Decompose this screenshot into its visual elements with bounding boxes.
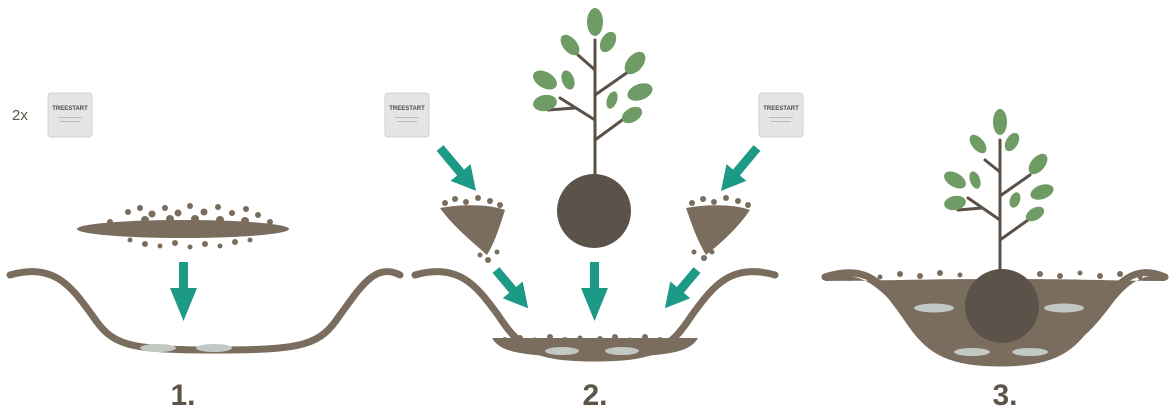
arrow-down-icon [170, 262, 197, 321]
packet-brand-label: TREESTART [389, 106, 425, 112]
step-3-panel: 3. [821, 109, 1169, 412]
arrow-down-icon [492, 267, 529, 309]
soil-granules [847, 270, 1143, 281]
tree-icon [533, 8, 653, 248]
step-number: 3. [992, 379, 1017, 412]
packet-count-label: 2x [12, 107, 28, 124]
arrow-down-icon [664, 267, 701, 309]
fertilizer-packet-icon: TREESTART [47, 92, 93, 138]
step-1-panel: TREESTART 2x 1. [6, 92, 404, 412]
soil-mound-icon [686, 195, 751, 261]
granule-icon [914, 303, 954, 313]
tree-icon [944, 109, 1054, 343]
arrow-down-icon [721, 145, 761, 191]
planting-hole-icon [411, 268, 779, 362]
fertilizer-packet-icon: TREESTART [384, 92, 430, 138]
granule-icon [545, 347, 579, 355]
step-number: 1. [170, 379, 195, 412]
granule-icon [954, 348, 990, 356]
step-number: 2. [582, 379, 607, 412]
root-ball-icon [965, 269, 1039, 343]
root-ball-icon [557, 174, 631, 248]
arrow-down-icon [436, 145, 476, 191]
granule-icon [1044, 303, 1084, 313]
fertilizer-packet-icon: TREESTART [758, 92, 804, 138]
planting-hole-icon [821, 269, 1169, 367]
packet-brand-label: TREESTART [763, 106, 799, 112]
step-2-panel: TREESTART TREESTART 2. [384, 8, 804, 412]
soil-mound-icon [440, 195, 505, 263]
planting-hole-icon [6, 268, 404, 354]
granule-icon [605, 347, 639, 355]
packet-brand-label: TREESTART [52, 106, 88, 112]
granule-icon [140, 344, 176, 352]
soil-mound-icon [77, 203, 289, 250]
arrow-down-icon [581, 262, 608, 321]
granule-icon [196, 344, 232, 352]
granule-icon [1012, 348, 1048, 356]
